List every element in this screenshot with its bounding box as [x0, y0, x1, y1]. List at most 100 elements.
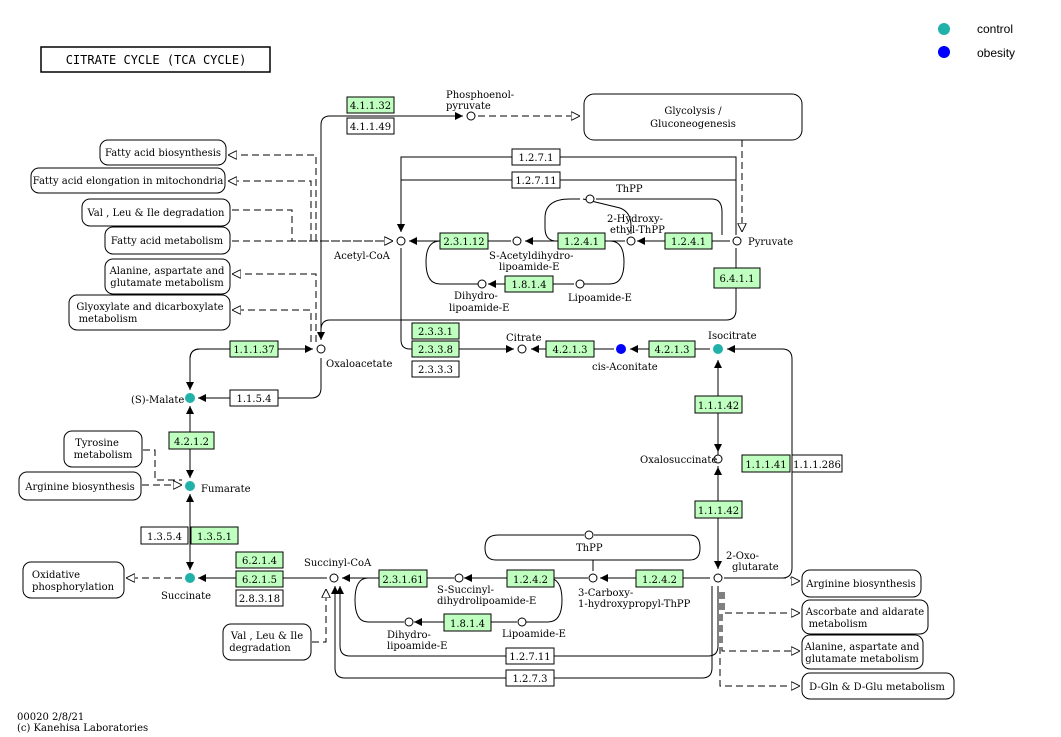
- map-label: Arginine biosynthesis: [805, 579, 915, 590]
- enzyme-box-2.8.3.18[interactable]: [235, 589, 284, 607]
- compound-node-lipoamide-top[interactable]: [575, 279, 585, 289]
- compound-node-s-succinyldihydrolipoamide[interactable]: [454, 573, 464, 583]
- compound-node-s-acetyldihydrolipoamide[interactable]: [512, 236, 522, 246]
- legend-control-swatch: [938, 23, 950, 35]
- map-oxidative-phosphorylation[interactable]: [22, 561, 125, 599]
- compound-node-succinyl-coa[interactable]: [329, 573, 339, 583]
- enzyme-label: 1.2.7.11: [515, 176, 556, 187]
- enzyme-box-1.2.4.1-b[interactable]: [664, 232, 713, 250]
- compound-node-cis-aconitate[interactable]: [616, 344, 626, 354]
- enzyme-box-6.2.1.5[interactable]: [235, 570, 284, 588]
- enzyme-box-1.1.1.286[interactable]: [791, 454, 843, 473]
- enzyme-box-1.8.1.4-b[interactable]: [443, 613, 492, 632]
- map-label: glutamate metabolism: [805, 654, 919, 665]
- compound-label: S-Succinyl-: [437, 585, 494, 596]
- compound-label: 2-Hydroxy-: [607, 214, 663, 225]
- compound-node-hydroxyethyl-thpp[interactable]: [626, 236, 636, 246]
- enzyme-box-1.2.7.11-bottom[interactable]: [505, 647, 555, 665]
- compound-node-dihydrolipoamide-top[interactable]: [477, 279, 487, 289]
- enzyme-label: 1.8.1.4: [450, 619, 485, 630]
- compound-node-acetyl-coa[interactable]: [396, 236, 406, 246]
- enzyme-box-1.1.1.42-b[interactable]: [694, 500, 743, 519]
- map-glyoxylate[interactable]: [68, 294, 231, 331]
- enzyme-box-1.2.7.3[interactable]: [505, 669, 555, 687]
- enzyme-box-1.2.4.1-a[interactable]: [557, 232, 606, 250]
- map-fatty-acid-biosynthesis[interactable]: [99, 139, 227, 166]
- enzyme-box-2.3.3.8[interactable]: [411, 340, 460, 358]
- enzyme-box-1.1.5.4[interactable]: [229, 389, 279, 407]
- enzyme-box-4.2.1.3-b[interactable]: [648, 340, 696, 358]
- enzyme-box-1.1.1.41[interactable]: [741, 454, 791, 473]
- map-arginine-left[interactable]: [18, 471, 142, 501]
- enzyme-box-2.3.3.3[interactable]: [411, 360, 460, 378]
- enzyme-box-2.3.3.1[interactable]: [411, 322, 460, 340]
- map-val-leu-ile-bottom[interactable]: [222, 623, 312, 661]
- compound-node-phosphoenolpyruvate[interactable]: [466, 111, 476, 121]
- enzyme-box-1.2.4.2-a[interactable]: [506, 569, 555, 588]
- map-fatty-acid-metabolism[interactable]: [104, 226, 231, 255]
- map-glycolysis[interactable]: [583, 93, 803, 141]
- compound-node-2-oxoglutarate[interactable]: [713, 573, 723, 583]
- compound-node-carboxyhydroxypropyl-thpp[interactable]: [588, 573, 598, 583]
- compound-node-pyruvate[interactable]: [732, 236, 742, 246]
- map-label: metabolism: [79, 314, 138, 325]
- map-fatty-acid-elongation[interactable]: [30, 167, 226, 194]
- compound-label: Citrate: [506, 333, 542, 344]
- enzyme-box-1.2.4.2-b[interactable]: [635, 569, 684, 588]
- compound-node-fumarate[interactable]: [185, 481, 195, 491]
- enzyme-box-6.2.1.4[interactable]: [235, 551, 284, 569]
- enzyme-box-4.1.1.32[interactable]: [346, 96, 395, 114]
- compound-node-lipoamide-bottom[interactable]: [517, 617, 527, 627]
- enzyme-label: 2.3.1.61: [382, 575, 423, 586]
- enzyme-box-4.2.1.2[interactable]: [168, 431, 215, 450]
- map-label: Oxidative: [32, 570, 80, 581]
- compound-node-citrate[interactable]: [517, 344, 527, 354]
- map-ascorbate[interactable]: [801, 599, 929, 635]
- enzyme-label: 1.1.1.286: [793, 460, 841, 471]
- enzyme-box-4.2.1.3-a[interactable]: [545, 340, 595, 358]
- map-label: Tyrosine: [75, 438, 119, 449]
- compound-node-thpp-bottom[interactable]: [584, 530, 594, 540]
- compound-label: Isocitrate: [708, 331, 757, 342]
- compound-label: Lipoamide-E: [502, 629, 566, 640]
- map-dgln-dglu[interactable]: [801, 672, 955, 700]
- map-arginine-right[interactable]: [801, 569, 922, 598]
- enzyme-box-2.3.1.61[interactable]: [378, 569, 428, 588]
- compound-label: pyruvate: [446, 101, 491, 112]
- compound-node-isocitrate[interactable]: [713, 344, 723, 354]
- enzyme-label: 2.3.3.3: [418, 365, 453, 376]
- map-label: Fatty acid metabolism: [111, 236, 224, 247]
- enzyme-box-6.4.1.1[interactable]: [713, 267, 761, 289]
- map-label: Fatty acid biosynthesis: [105, 148, 221, 159]
- enzyme-box-1.1.1.37[interactable]: [229, 340, 279, 358]
- compound-node-dihydrolipoamide-bottom[interactable]: [404, 617, 414, 627]
- enzyme-box-1.1.1.42-a[interactable]: [694, 395, 743, 414]
- enzyme-box-1.2.7.1[interactable]: [511, 148, 561, 166]
- compound-node-oxaloacetate[interactable]: [316, 344, 326, 354]
- map-links: [126, 116, 800, 686]
- compound-label: 1-hydroxypropyl-ThPP: [578, 599, 691, 610]
- compound-label: Lipoamide-E: [568, 293, 632, 304]
- enzyme-label: 4.1.1.32: [350, 101, 391, 112]
- map-alanine-top[interactable]: [104, 258, 231, 295]
- compound-node-thpp-top[interactable]: [585, 194, 595, 204]
- compound-node-s-malate[interactable]: [185, 393, 195, 403]
- compound-label: ThPP: [616, 184, 643, 195]
- enzyme-label: 4.2.1.3: [655, 345, 690, 356]
- enzyme-box-1.8.1.4-a[interactable]: [504, 275, 554, 293]
- legend-control-label: control: [977, 22, 1013, 36]
- compound-node-oxalosuccinate[interactable]: [713, 454, 723, 464]
- enzyme-box-1.2.7.11-top[interactable]: [511, 171, 561, 189]
- map-tyrosine[interactable]: [63, 430, 143, 468]
- enzyme-box-4.1.1.49[interactable]: [346, 117, 395, 135]
- enzyme-label: 1.3.5.1: [197, 532, 232, 543]
- compound-node-succinate[interactable]: [185, 573, 195, 583]
- enzyme-box-2.3.1.12[interactable]: [439, 232, 489, 250]
- enzyme-box-1.3.5.4[interactable]: [140, 526, 189, 545]
- enzyme-box-1.3.5.1[interactable]: [190, 526, 239, 545]
- map-val-leu-ile-top[interactable]: [81, 198, 231, 227]
- map-alanine-bottom[interactable]: [801, 634, 924, 670]
- map-label: Ascorbate and aldarate: [805, 607, 925, 618]
- enzyme-label: 1.2.4.2: [513, 575, 548, 586]
